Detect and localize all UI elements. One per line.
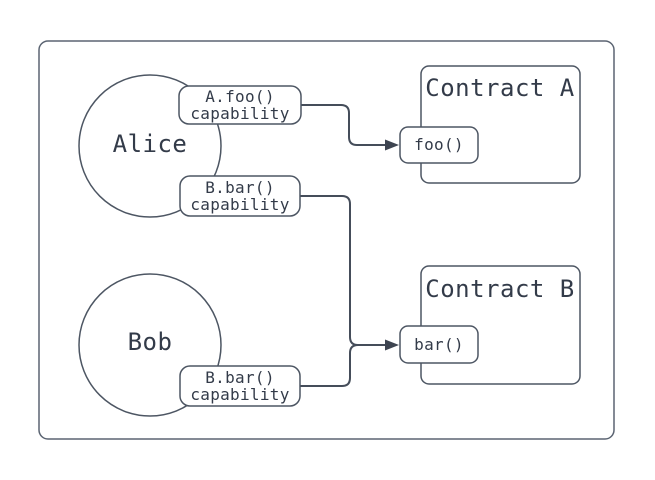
capability-label-line2: capability [190,195,289,214]
method-label-foo: foo() [414,135,464,154]
connector-alice-bar-capability-to-bar [299,195,386,346]
method-node-foo: foo() [399,126,479,164]
capability-label-line1: B.bar() [205,368,275,387]
actor-label-alice: Alice [113,130,188,158]
capability-label-line1: B.bar() [205,178,275,197]
connector-bob-bar-capability-to-bar [299,344,359,387]
capability-node-alice-bar: B.bar() capability [179,175,301,217]
connector-alice-foo-capability-to-foo [300,104,386,146]
contract-a-title: Contract A [425,74,575,102]
contract-b-title: Contract B [425,275,575,303]
method-box-bar [399,325,479,364]
diagram-outer-frame [38,40,615,440]
capability-box-alice-foo [178,85,302,125]
method-label-bar: bar() [414,335,464,354]
arrowhead-bar-icon [385,339,399,351]
capability-label-line1: A.foo() [205,87,275,106]
method-box-foo [399,126,479,164]
capability-label-line2: capability [190,104,289,123]
method-node-bar: bar() [399,325,479,364]
capability-box-bob-bar [179,365,301,407]
capability-box-alice-bar [179,175,301,217]
capability-node-bob-bar: B.bar() capability [179,365,301,407]
actor-label-bob: Bob [128,328,173,356]
arrowhead-foo-icon [385,139,399,151]
capability-node-alice-foo: A.foo() capability [178,85,302,125]
capability-label-line2: capability [190,385,289,404]
